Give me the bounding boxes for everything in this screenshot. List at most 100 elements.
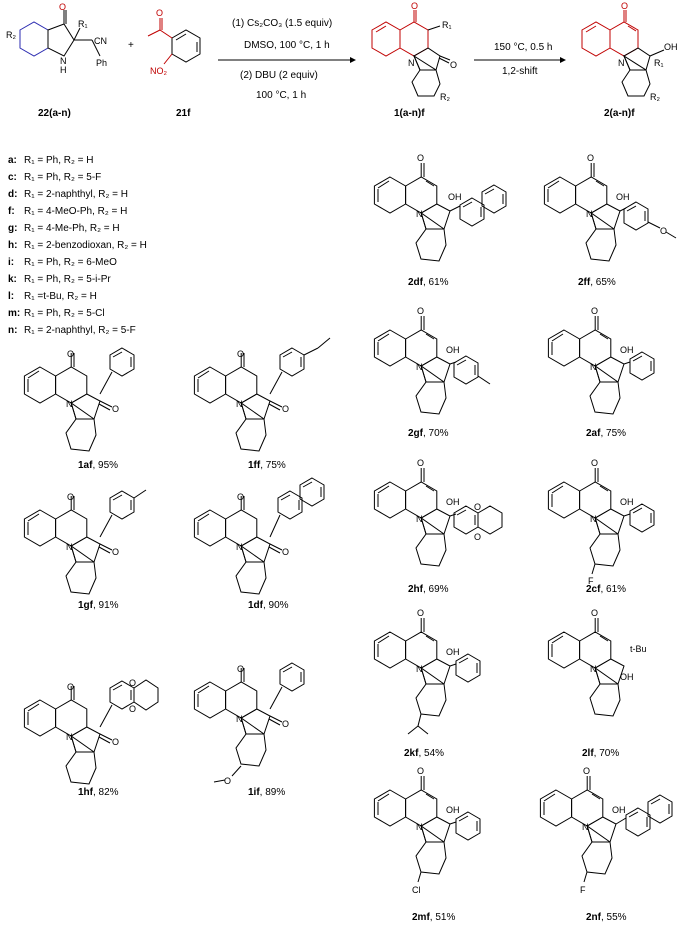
svg-text:N: N <box>590 362 597 372</box>
sub-key-c: c: <box>8 172 17 183</box>
structure-1ff: O O N <box>193 337 331 452</box>
svg-text:O: O <box>591 458 598 468</box>
svg-text:N: N <box>66 732 73 742</box>
i1-r2: R₂ <box>440 92 450 102</box>
svg-text:N: N <box>586 209 593 219</box>
svg-text:OH: OH <box>446 345 460 355</box>
reactant-22: O R₂ R₁ CN N H Ph <box>6 2 107 75</box>
nitro-label: NO₂ <box>150 66 168 76</box>
label-1: 1(a-n)f <box>394 108 425 119</box>
svg-text:t-Bu: t-Bu <box>630 644 647 654</box>
structure-2df: O OH N <box>373 153 507 262</box>
i1-o-top: O <box>411 1 418 11</box>
ph-label: Ph <box>96 58 107 68</box>
sub-key-d: d: <box>8 189 17 200</box>
condition-100c: 100 °C, 1 h <box>256 90 306 101</box>
label-2lf: 2lf, 70% <box>582 748 619 759</box>
label-2gf: 2gf, 70% <box>408 428 449 439</box>
sub-key-n: n: <box>8 325 17 336</box>
svg-text:N: N <box>236 714 243 724</box>
structure-2af: O OH N <box>547 306 655 415</box>
svg-text:F: F <box>580 885 586 895</box>
sub-text-n: R₁ = 2-naphthyl, R₂ = 5-F <box>24 325 136 336</box>
sub-text-a: R₁ = Ph, R₂ = H <box>24 155 94 166</box>
svg-text:O: O <box>591 608 598 618</box>
svg-text:O: O <box>237 664 244 674</box>
svg-text:OH: OH <box>616 192 630 202</box>
label-2: 2(a-n)f <box>604 108 635 119</box>
ketone-o: O <box>59 2 66 12</box>
svg-text:O: O <box>112 404 119 414</box>
structure-2hf: O OH N O O <box>373 458 503 567</box>
svg-text:O: O <box>417 458 424 468</box>
label-2hf: 2hf, 69% <box>408 584 449 595</box>
svg-text:O: O <box>660 226 667 236</box>
sub-text-f: R₁ = 4-MeO-Ph, R₂ = H <box>24 206 127 217</box>
structure-2mf: O OH N Cl <box>373 766 481 895</box>
plus-sign: + <box>128 40 134 51</box>
svg-text:O: O <box>112 737 119 747</box>
sub-text-d: R₁ = 2-naphthyl, R₂ = H <box>24 189 128 200</box>
label-1af: 1af, 95% <box>78 460 118 471</box>
label-2af: 2af, 75% <box>586 428 626 439</box>
condition-dmso: DMSO, 100 °C, 1 h <box>244 40 330 51</box>
structure-2lf: O t-Bu OH N <box>547 608 647 717</box>
svg-text:O: O <box>237 349 244 359</box>
i1-n: N <box>408 58 415 68</box>
label-1hf: 1hf, 82% <box>78 787 119 798</box>
svg-text:N: N <box>236 542 243 552</box>
svg-text:N: N <box>590 514 597 524</box>
svg-text:OH: OH <box>446 647 460 657</box>
svg-text:N: N <box>66 542 73 552</box>
label-2df: 2df, 61% <box>408 277 449 288</box>
p2-n: N <box>618 58 625 68</box>
svg-text:O: O <box>591 306 598 316</box>
structure-2kf: O OH N <box>373 608 481 735</box>
label-2mf: 2mf, 51% <box>412 912 455 923</box>
svg-text:N: N <box>66 399 73 409</box>
svg-text:O: O <box>587 153 594 163</box>
svg-text:OH: OH <box>448 192 462 202</box>
sub-text-g: R₁ = 4-Me-Ph, R₂ = H <box>24 223 120 234</box>
sub-key-f: f: <box>8 206 15 217</box>
svg-text:OH: OH <box>620 497 634 507</box>
svg-text:O: O <box>112 547 119 557</box>
svg-text:OH: OH <box>620 672 634 682</box>
shift-label: 1,2-shift <box>502 66 538 77</box>
structure-2gf: O OH N <box>373 306 491 415</box>
structure-1df: O O N <box>193 477 325 595</box>
svg-text:O: O <box>583 766 590 776</box>
acetyl-o: O <box>156 8 163 18</box>
structure-1gf: O O N <box>23 489 147 595</box>
svg-text:OH: OH <box>612 805 626 815</box>
sub-text-c: R₁ = Ph, R₂ = 5-F <box>24 172 101 183</box>
sub-text-h: R₁ = 2-benzodioxan, R₂ = H <box>24 240 147 251</box>
svg-text:N: N <box>236 399 243 409</box>
svg-text:O: O <box>67 492 74 502</box>
p2-r1: R₁ <box>654 58 664 68</box>
svg-text:OH: OH <box>620 345 634 355</box>
sub-text-k: R₁ = Ph, R₂ = 5-i-Pr <box>24 274 111 285</box>
structure-1af: O O N <box>23 347 135 452</box>
sub-key-m: m: <box>8 308 20 319</box>
label-1gf: 1gf, 91% <box>78 600 119 611</box>
sub-key-i: i: <box>8 257 14 268</box>
svg-text:O: O <box>67 349 74 359</box>
reactant-21f: O NO₂ <box>147 8 201 76</box>
svg-text:N: N <box>416 514 423 524</box>
svg-text:OH: OH <box>446 497 460 507</box>
substituent-list: a:R₁ = Ph, R₂ = H c:R₁ = Ph, R₂ = 5-F d:… <box>8 155 147 336</box>
structure-1if: O O N O <box>193 662 305 786</box>
svg-text:F: F <box>588 576 594 586</box>
sub-key-k: k: <box>8 274 17 285</box>
condition-150c: 150 °C, 0.5 h <box>494 42 552 53</box>
label-1df: 1df, 90% <box>248 600 289 611</box>
structure-2ff: O OH N O <box>543 153 677 262</box>
svg-text:O: O <box>129 678 136 688</box>
svg-text:N: N <box>416 362 423 372</box>
label-1if: 1if, 89% <box>248 787 285 798</box>
svg-text:O: O <box>417 608 424 618</box>
product-2: O OH R₁ N R₂ <box>581 1 678 102</box>
svg-text:O: O <box>417 153 424 163</box>
